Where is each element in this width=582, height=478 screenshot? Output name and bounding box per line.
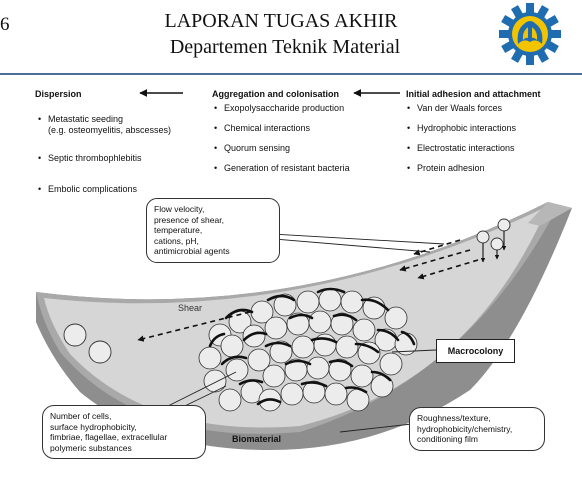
list-item: Embolic complications xyxy=(37,184,171,195)
shear-label: Shear xyxy=(178,303,203,313)
cell-properties-callout: Number of cells, surface hydrophobicity,… xyxy=(42,405,206,459)
department-name: Departemen Teknik Material xyxy=(169,36,401,58)
list-item: Septic thrombophlebitis xyxy=(37,153,171,164)
extracellular-matrix xyxy=(208,287,416,406)
macrocolony-label: Macrocolony xyxy=(436,339,515,363)
list-item: Metastatic seeding (e.g. osteomyelitis, … xyxy=(37,114,171,136)
list-item: Chemical interactions xyxy=(213,123,350,134)
list-item: Electrostatic interactions xyxy=(406,143,516,154)
list-item: Quorum sensing xyxy=(213,143,350,154)
biomaterial-label: Biomaterial xyxy=(232,434,282,444)
report-title: LAPORAN TUGAS AKHIR xyxy=(164,10,398,32)
dispersion-list: Metastatic seeding (e.g. osteomyelitis, … xyxy=(37,103,171,215)
surface-properties-callout: Roughness/texture, hydrophobicity/chemis… xyxy=(409,407,545,451)
page-number: 6 xyxy=(0,14,10,35)
incoming-cells xyxy=(476,218,511,251)
dispersed-cells xyxy=(63,323,112,364)
attachment-arrows xyxy=(480,231,507,263)
aggregation-list: Exopolysaccharide production Chemical in… xyxy=(213,103,350,183)
header-divider xyxy=(0,73,582,75)
flow-conditions-callout: Flow velocity, presence of shear, temper… xyxy=(146,198,280,263)
list-item: Van der Waals forces xyxy=(406,103,516,114)
adhesion-list: Van der Waals forces Hydrophobic interac… xyxy=(406,103,516,183)
list-item: Hydrophobic interactions xyxy=(406,123,516,134)
macrocolony-cluster xyxy=(198,288,418,412)
list-item: Exopolysaccharide production xyxy=(213,103,350,114)
aggregation-title: Aggregation and colonisation xyxy=(212,89,340,99)
list-item: Generation of resistant bacteria xyxy=(213,163,350,174)
dispersion-title: Dispersion xyxy=(35,89,82,99)
its-university-emblem-icon xyxy=(499,3,561,65)
list-item: Protein adhesion xyxy=(406,163,516,174)
adhesion-title: Initial adhesion and attachment xyxy=(406,89,541,99)
